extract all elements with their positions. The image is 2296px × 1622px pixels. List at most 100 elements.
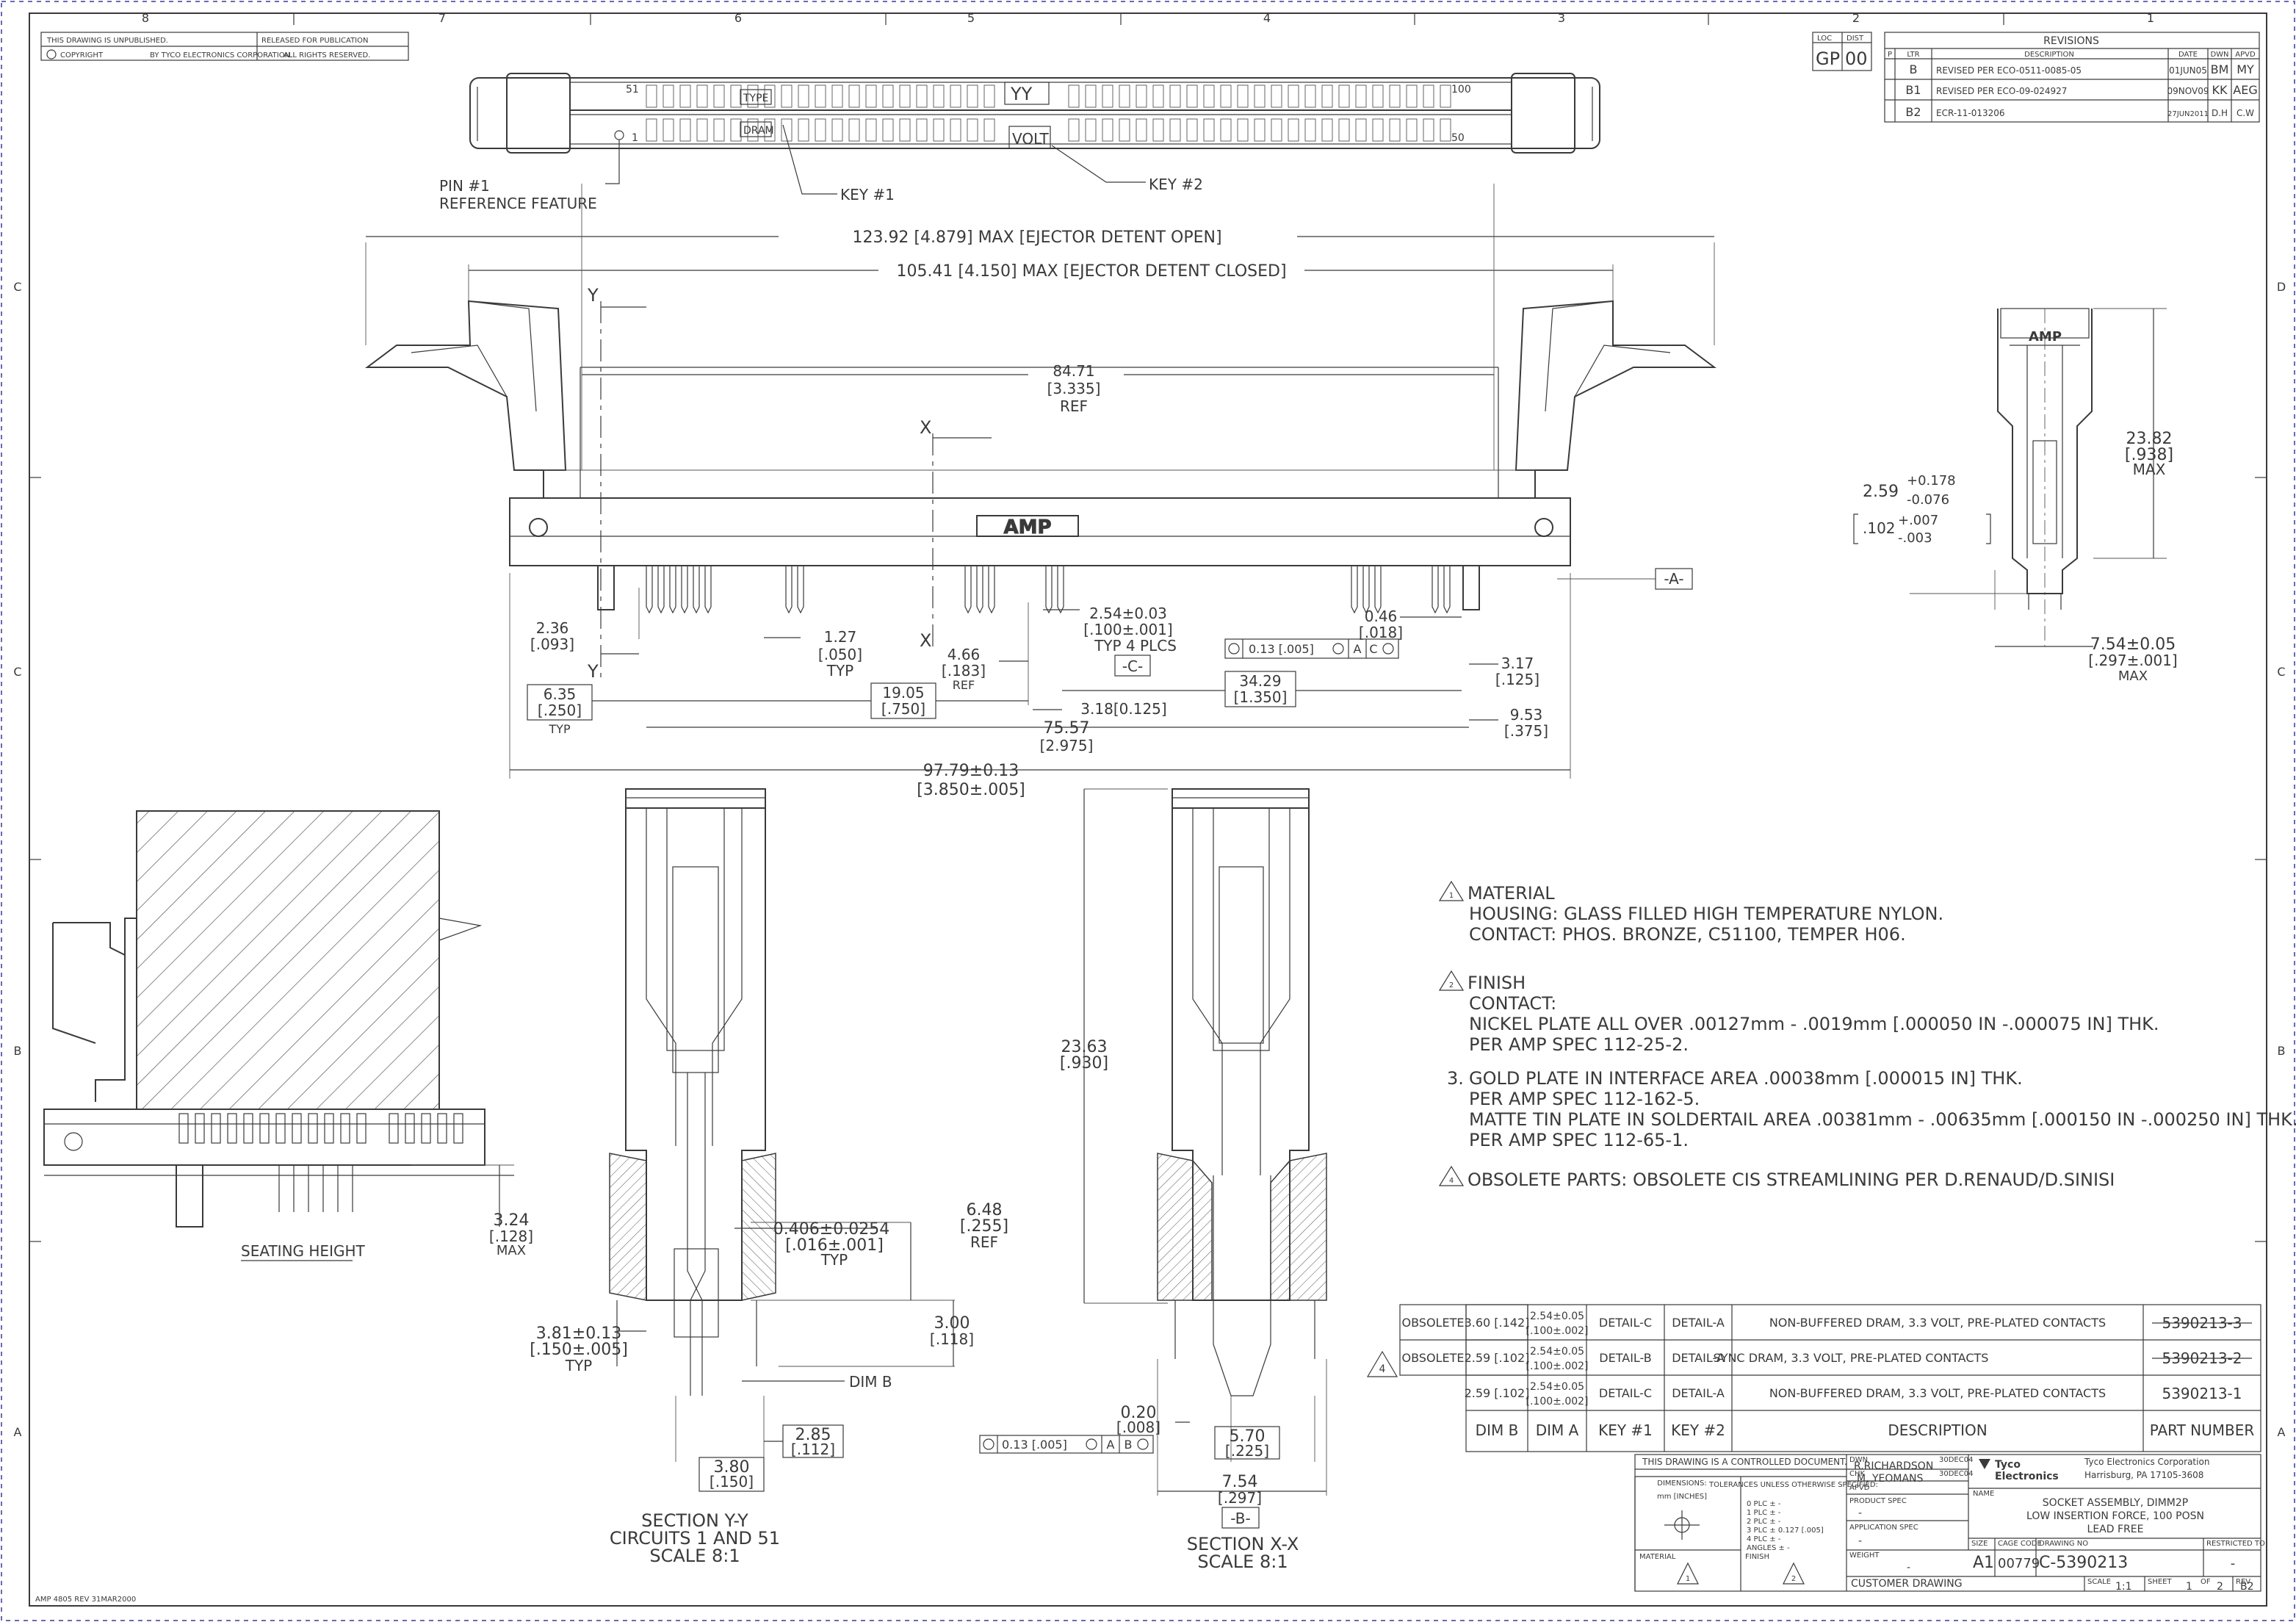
svg-text:1 PLC ± -: 1 PLC ± - [1747, 1509, 1781, 1517]
dim-127-typ: TYP [826, 662, 854, 680]
svg-text:B: B [1124, 1438, 1133, 1452]
pin1-ref-line1: PIN #1 [439, 177, 490, 195]
dist-label: DIST [1846, 35, 1864, 43]
side-tol-plus: +0.178 [1907, 473, 1956, 489]
svg-text:MATERIAL: MATERIAL [1639, 1553, 1676, 1561]
xx-2363-in: [.930] [1060, 1054, 1108, 1073]
tab-row: OBSOLETE 3.60 [.142] 2.54±0.05 [.100±.00… [1402, 1311, 2252, 1337]
note2-line3: PER AMP SPEC 112-25-2. [1469, 1034, 1689, 1055]
yy-dimb: DIM B [849, 1373, 892, 1391]
side-height-in: [.938] [2125, 446, 2173, 464]
note3-line3: MATTE TIN PLATE IN SOLDERTAIL AREA .0038… [1469, 1109, 2296, 1130]
dim-466: 4.66 [947, 646, 981, 663]
dim-635-in: [.250] [538, 702, 582, 719]
svg-text:2.59 [.102]: 2.59 [.102] [1465, 1386, 1530, 1400]
yy-title2: CIRCUITS 1 AND 51 [610, 1528, 780, 1549]
note3-num: 3. [1447, 1068, 1464, 1089]
yy-381: 3.81±0.13 [536, 1324, 621, 1343]
svg-text:CHK: CHK [1849, 1470, 1866, 1478]
svg-text:SCALE: SCALE [2087, 1578, 2111, 1586]
yy-648-in: [.255] [960, 1217, 1008, 1236]
svg-text:Tyco: Tyco [1995, 1459, 2021, 1471]
svg-text:REVISED PER ECO-0511-0085-05: REVISED PER ECO-0511-0085-05 [1936, 65, 2082, 76]
zone-col: 3 [1558, 11, 1565, 25]
revision-row: B1 REVISED PER ECO-09-024927 09NOV09 KK … [1905, 83, 2257, 97]
svg-text:DIM A: DIM A [1536, 1421, 1579, 1439]
ref-84-in: [3.335] [1047, 380, 1101, 397]
svg-text:APPLICATION SPEC: APPLICATION SPEC [1849, 1524, 1918, 1532]
zone-col: 4 [1263, 11, 1271, 25]
pin-1-label: 1 [632, 132, 638, 144]
seating-324: 3.24 [494, 1211, 530, 1230]
seating-detail: 3.24 [.128] MAX SEATING HEIGHT [43, 810, 533, 1261]
side-tol-minus-in: -.003 [1898, 530, 1932, 546]
svg-text:DETAIL-C: DETAIL-C [1599, 1316, 1652, 1330]
svg-text:[.100±.002]: [.100±.002] [1526, 1396, 1589, 1407]
svg-text:5390213-1: 5390213-1 [2162, 1385, 2242, 1402]
xx-title2: SCALE 8:1 [1197, 1551, 1288, 1572]
svg-text:0.13 [.005]: 0.13 [.005] [1249, 642, 1314, 656]
yy-300: 3.00 [934, 1314, 970, 1333]
zone-row: C [2277, 665, 2285, 679]
zone-row: B [2278, 1044, 2286, 1058]
datum-c: -C- [1122, 657, 1143, 675]
svg-text:WEIGHT: WEIGHT [1849, 1551, 1880, 1560]
side-tol-minus: -0.076 [1907, 492, 1949, 508]
yy-381-typ: TYP [565, 1357, 593, 1374]
svg-text:SYNC DRAM, 3.3 VOLT, PRE-PLATE: SYNC DRAM, 3.3 VOLT, PRE-PLATED CONTACTS [1714, 1351, 1989, 1365]
svg-text:P: P [1888, 51, 1892, 59]
svg-text:MY: MY [2237, 62, 2254, 76]
svg-text:C.W: C.W [2237, 108, 2254, 118]
footer-code: AMP 4805 REV 31MAR2000 [35, 1596, 136, 1604]
svg-text:Electronics: Electronics [1995, 1471, 2059, 1482]
rev-value: B2 [2240, 1581, 2254, 1593]
svg-text:09NOV09: 09NOV09 [2167, 86, 2209, 96]
side-width-in: [.297±.001] [2088, 652, 2177, 669]
pin-51-label: 51 [626, 84, 639, 95]
section-y-top: Y [587, 285, 599, 306]
size-value: A1 [1973, 1554, 1994, 1572]
yy-300-in: [.118] [930, 1330, 974, 1348]
seating-324-in: [.128] [489, 1228, 533, 1245]
yy-380-in: [.150] [710, 1473, 754, 1491]
svg-text:KEY #2: KEY #2 [1671, 1421, 1725, 1439]
zone-col: 1 [2147, 11, 2154, 25]
rights-note: ALL RIGHTS RESERVED. [284, 51, 370, 60]
dim-236: 2.36 [536, 619, 569, 637]
svg-text:2 PLC ± -: 2 PLC ± - [1747, 1518, 1781, 1526]
zone-row: B [14, 1044, 22, 1058]
xx-020-in: [.008] [1116, 1419, 1160, 1436]
zone-col: 5 [967, 11, 975, 25]
company-address: Harrisburg, PA 17105-3608 [2084, 1470, 2203, 1480]
section-y-bottom: Y [587, 661, 599, 682]
datum-b: -B- [1230, 1510, 1250, 1527]
svg-text:DETAIL-C: DETAIL-C [1599, 1386, 1652, 1400]
amp-logo: AMP [1003, 516, 1051, 538]
svg-text:OBSOLETE: OBSOLETE [1402, 1351, 1465, 1365]
zone-row: A [14, 1425, 22, 1439]
svg-text:DESCRIPTION: DESCRIPTION [2024, 51, 2074, 59]
key1-label: KEY #1 [840, 186, 895, 203]
dim-317: 3.17 [1501, 655, 1534, 672]
dim-953-in: [.375] [1504, 722, 1548, 740]
svg-text:DATE: DATE [2178, 51, 2198, 59]
title-line2: LOW INSERTION FORCE, 100 POSN [2026, 1510, 2204, 1522]
note1-line1: HOUSING: GLASS FILLED HIGH TEMPERATURE N… [1469, 904, 1943, 924]
pin1-ref-line2: REFERENCE FEATURE [439, 195, 597, 212]
svg-text:DRAWING NO: DRAWING NO [2039, 1540, 2088, 1548]
dim-3429: 34.29 [1239, 672, 1281, 690]
dim-318: 3.18[0.125] [1080, 700, 1166, 718]
yy-380: 3.80 [714, 1458, 750, 1477]
svg-text:TOLERANCES UNLESS OTHERWISE SP: TOLERANCES UNLESS OTHERWISE SPECIFIED: [1708, 1481, 1878, 1489]
note1-line2: CONTACT: PHOS. BRONZE, C51100, TEMPER H0… [1469, 924, 1906, 945]
svg-text:C: C [1369, 642, 1377, 656]
corp-note: BY TYCO ELECTRONICS CORPORATION. [150, 51, 292, 60]
dim-9779-in: [3.850±.005] [917, 781, 1025, 799]
svg-text:30DEC04: 30DEC04 [1939, 1470, 1973, 1478]
volt-label: VOLT [1012, 130, 1049, 148]
svg-text:A: A [1354, 642, 1362, 656]
yy-0406: 0.406±0.0254 [773, 1220, 889, 1239]
revision-row: B2 ECR-11-013206 27JUN2011 D.H C.W [1905, 105, 2254, 119]
svg-text:LTR: LTR [1907, 51, 1919, 59]
